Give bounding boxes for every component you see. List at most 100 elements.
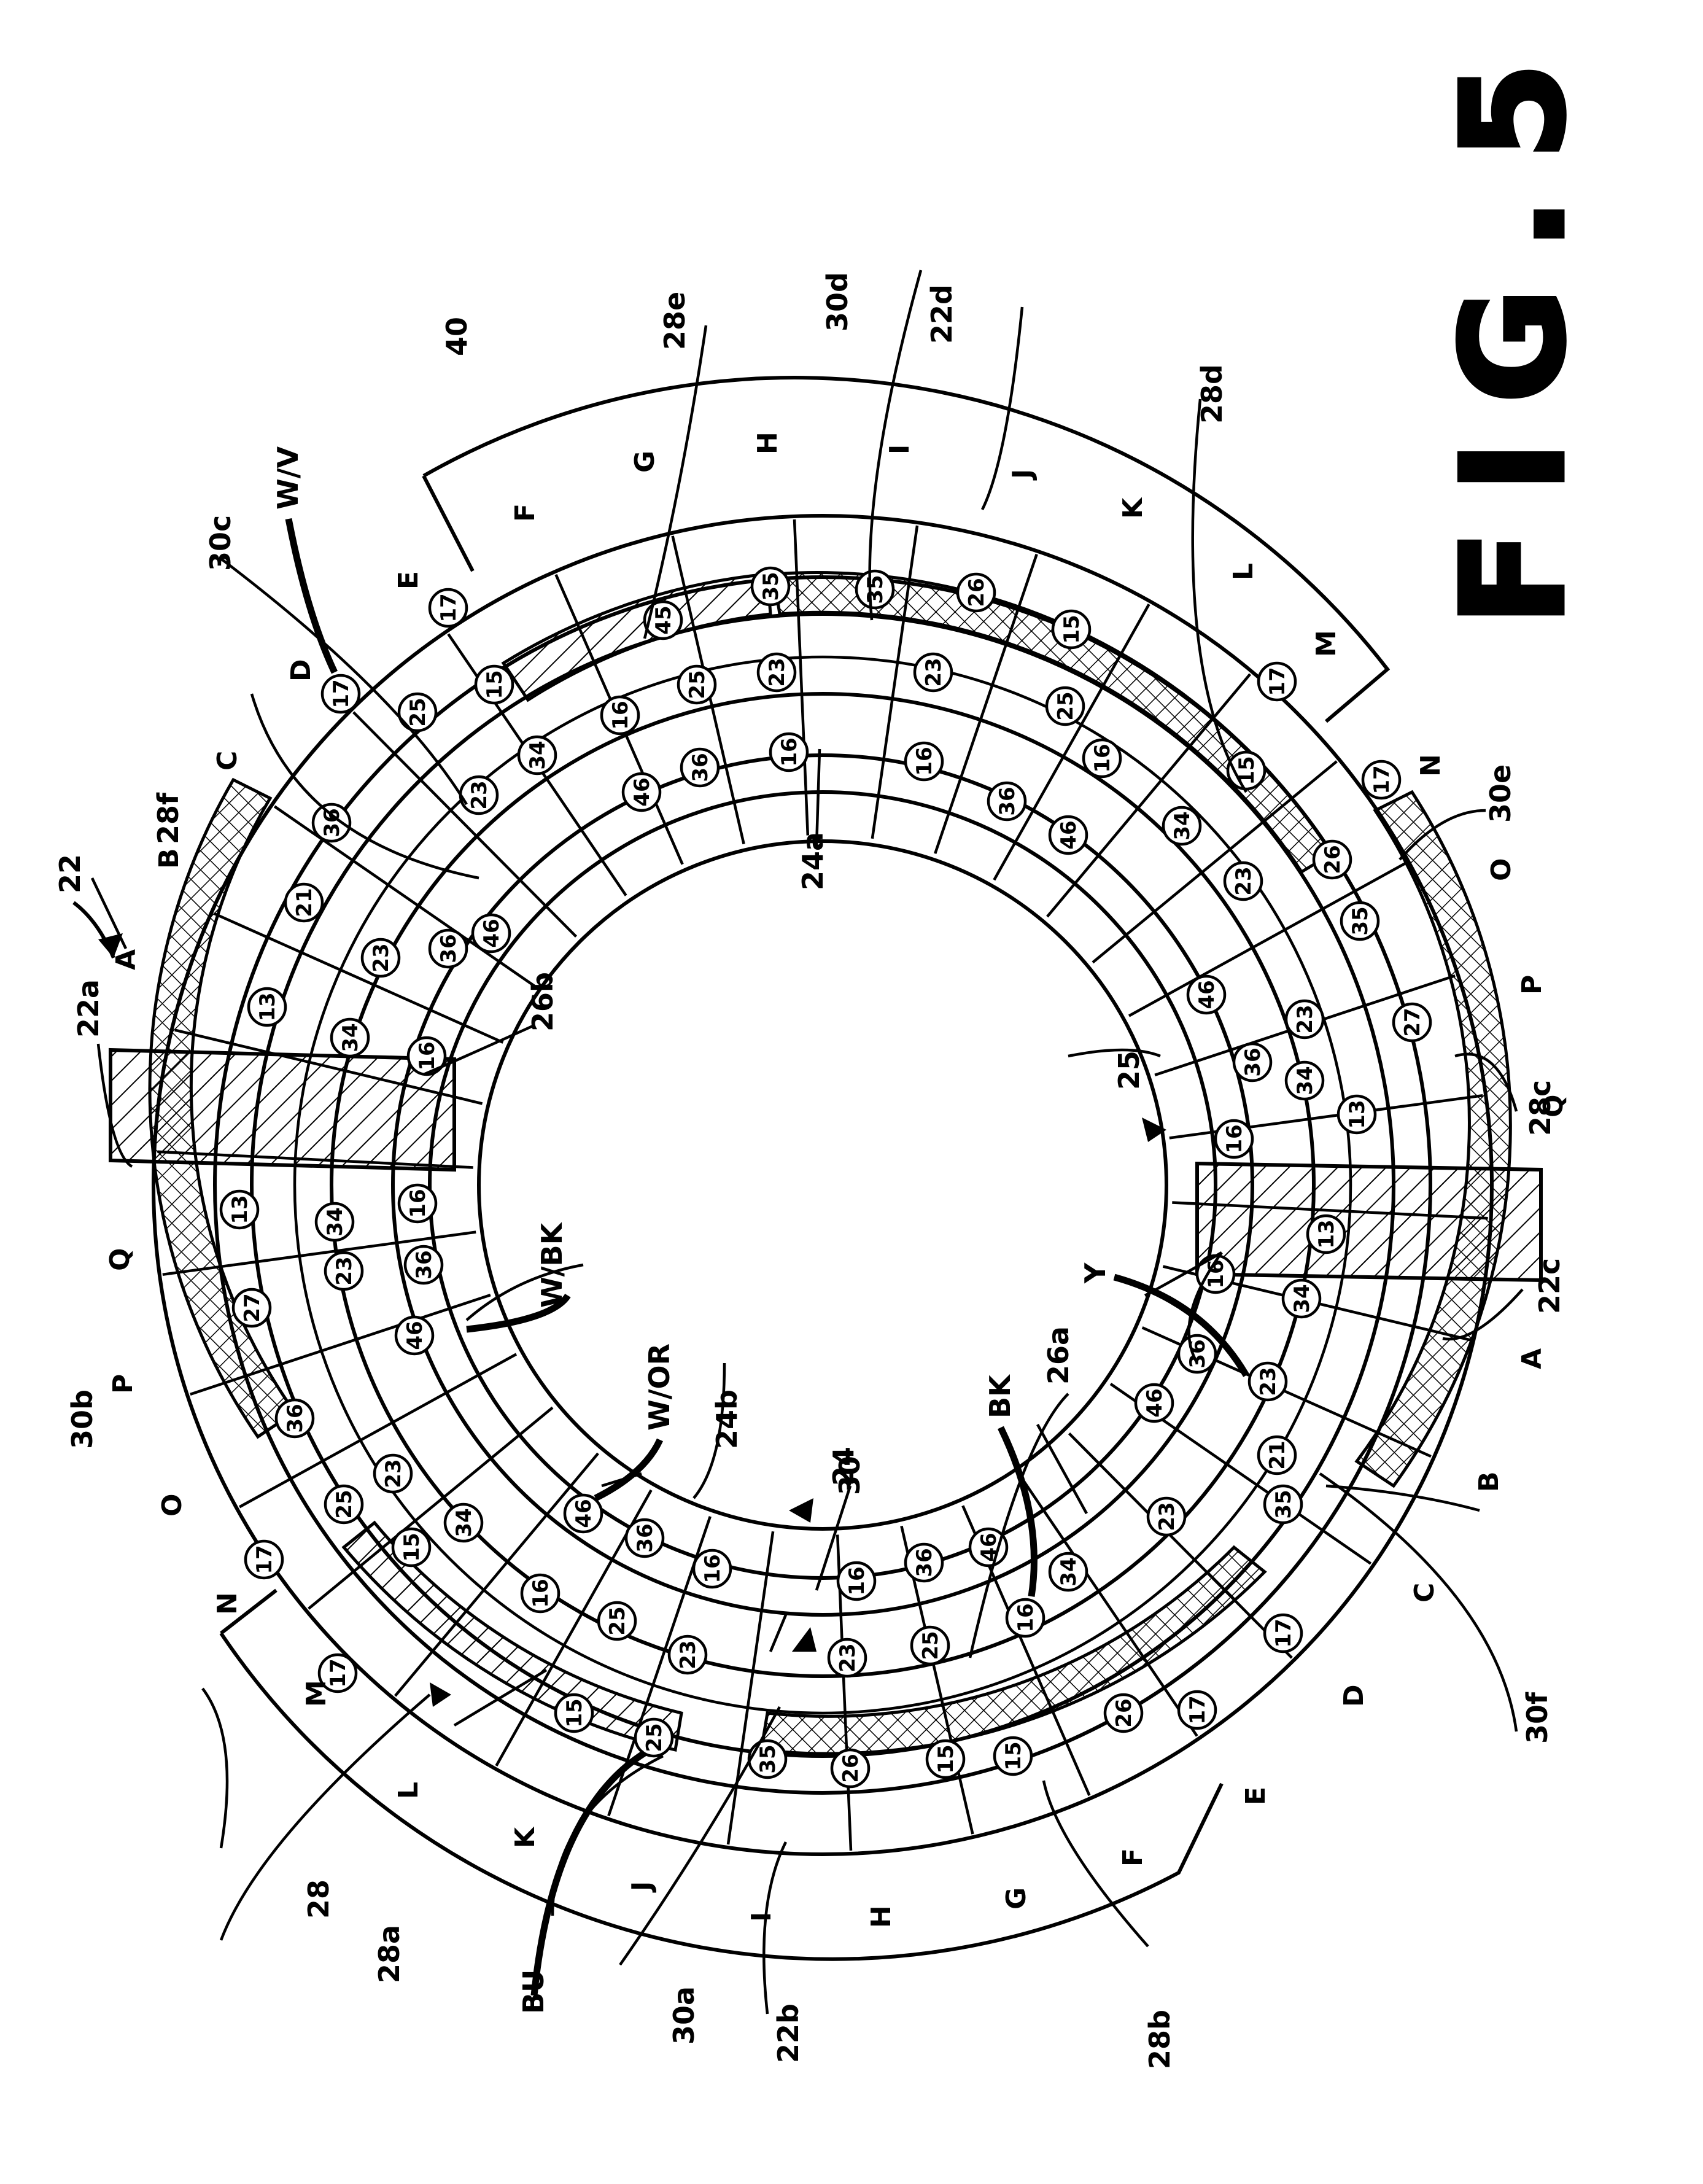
circled-number-ring [1045,686,1085,726]
circled-number: 13 [247,987,287,1027]
circled-number-ring [904,741,944,782]
label-22: 22 [53,854,87,893]
circled-number-text: 16 [406,1189,430,1218]
circled-number: 35 [1263,1484,1303,1525]
circled-number-text: 15 [1001,1741,1026,1770]
label-25: 25 [1112,1051,1146,1090]
radial-line [174,1028,483,1105]
circled-number: 13 [1306,1214,1346,1254]
circled-number-ring [474,664,514,705]
radial-line [1046,673,1252,918]
circled-number: 16 [1214,1119,1254,1159]
circled-number-text: 36 [688,753,713,782]
circled-number: 45 [643,600,683,640]
label-30e: 30e [1484,764,1517,823]
circled-number: 34 [1284,1060,1325,1101]
circled-number-text: 25 [332,1490,357,1518]
circled-number-text: 46 [1057,820,1081,849]
circled-number: 13 [219,1189,260,1230]
circled-number-text: 23 [676,1640,700,1669]
seg-d-bottom: D [1338,1684,1370,1707]
seg-j-top: J [1007,469,1038,481]
circled-number: 46 [1134,1383,1174,1423]
circled-number: 23 [1247,1361,1288,1402]
circled-number-ring [756,652,797,693]
circled-number-text: 34 [1293,1066,1317,1095]
circled-number: 46 [1048,815,1088,855]
circled-number-ring [1392,1002,1432,1043]
circled-number-ring [910,1625,950,1666]
circled-number-text: 25 [918,1631,943,1660]
circled-number-text: 13 [1314,1219,1339,1248]
arrow-22-head [98,933,123,958]
circled-number-ring [1177,1334,1217,1374]
circled-number-text: 17 [326,1658,351,1687]
circled-number-ring [956,572,996,613]
circled-number-ring [219,1189,260,1230]
radial-line [394,1452,599,1697]
circled-number-text: 25 [605,1606,630,1635]
circled-number: 17 [1361,760,1402,800]
circled-number-ring [1146,1496,1187,1537]
circled-number-text: 36 [633,1523,658,1552]
circled-number-text: 17 [1185,1695,1210,1724]
circled-number-text: 46 [479,919,504,947]
circled-number-text: 16 [1222,1124,1247,1153]
circled-number: 15 [554,1693,594,1733]
arrow-25-head [1142,1117,1166,1142]
shield-40 [219,376,1391,1961]
circled-number-text: 35 [1271,1490,1296,1518]
seg-j-bottom: J [626,1881,658,1893]
wire-label-wbk: W/BK [535,1221,568,1308]
circled-number-text: 15 [1060,615,1084,643]
circled-number-ring [1048,815,1088,855]
circled-number-ring [391,1527,432,1568]
circled-number-ring [830,1748,871,1789]
circled-number-ring [1214,1119,1254,1159]
circled-number: 36 [428,928,468,969]
label-30f: 30f [1521,1692,1554,1744]
circled-number-ring [1186,974,1227,1015]
circled-number-text: 13 [228,1195,252,1224]
radial-lines [157,519,1488,1851]
circled-number-text: 16 [1014,1603,1038,1632]
circled-number-text: 15 [562,1698,587,1727]
circled-number: 23 [756,652,797,693]
label-26a: 26a [1042,1326,1075,1385]
circled-number-ring [1103,1693,1144,1733]
circled-number-ring [968,1527,1009,1568]
seg-e-top: E [393,571,424,589]
circled-number: 36 [403,1245,444,1285]
circled-number-text: 17 [252,1545,277,1574]
circled-number-text: 23 [332,1256,357,1285]
circled-number-text: 26 [964,578,989,607]
circled-number-text: 15 [934,1744,958,1773]
circled-number-text: 36 [912,1548,937,1577]
radial-line [1128,861,1406,1017]
circled-number: 16 [836,1561,877,1601]
circled-number: 23 [459,775,499,815]
circled-number-ring [247,987,287,1027]
seg-m-bottom: M [301,1680,332,1707]
circled-number: 15 [993,1736,1033,1776]
lead-wor [594,1438,664,1501]
circled-number-text: 46 [403,1321,427,1350]
circled-number-ring [284,882,324,923]
circled-number-text: 21 [292,888,317,917]
label-22c: 22c [1533,1258,1566,1314]
seg-l-top: L [1228,563,1259,580]
circled-number: 15 [391,1527,432,1568]
circled-number-text: 46 [572,1499,596,1528]
seg-b-bottom: B [1473,1471,1505,1492]
circled-number: 25 [324,1484,364,1525]
circled-number-ring [397,1183,438,1224]
circled-number: 34 [1162,806,1202,846]
coil-lower-left [341,1520,683,1752]
circled-number-text: 34 [1057,1557,1081,1586]
reference-labels: 22 22a 22b 22c 22d 24 24a 24b 25 26a 26b… [53,272,1566,2069]
circled-number-text: 23 [1232,866,1256,895]
seg-p-bottom: P [107,1374,139,1394]
circled-number: 35 [1340,901,1380,941]
radial-line [1092,760,1338,964]
seg-h-bottom: H [866,1905,897,1928]
